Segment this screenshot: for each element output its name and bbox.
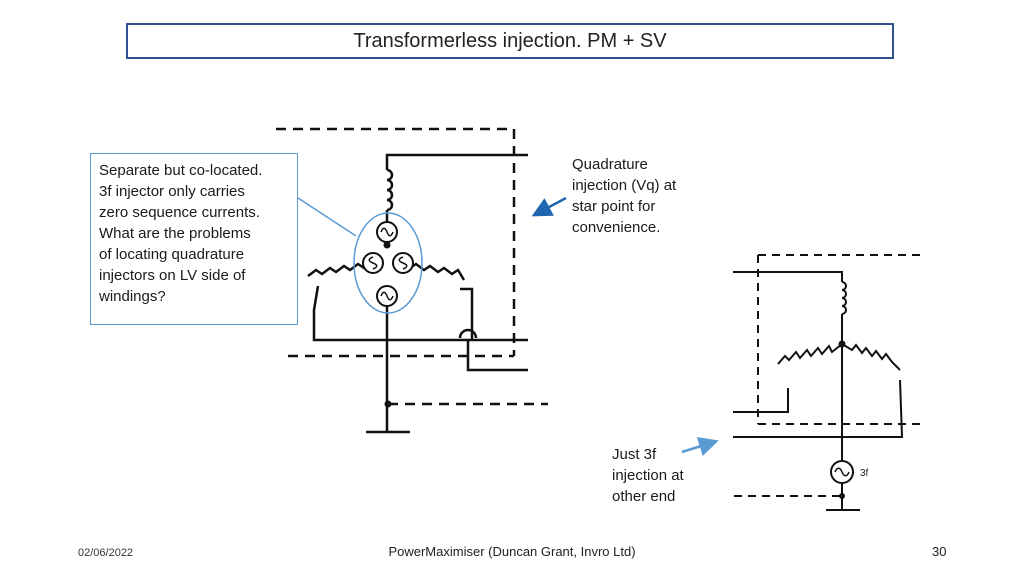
just-3f-note-line: Just 3f	[612, 446, 657, 463]
quadrature-note: Quadrature injection (Vq) at star point …	[572, 154, 676, 238]
ac-source-icon	[376, 285, 398, 307]
quadrature-note-line: injection (Vq) at	[572, 177, 677, 194]
callout-line: windings?	[99, 288, 166, 305]
callout-box: Separate but co-located. 3f injector onl…	[90, 153, 298, 325]
just-3f-arrow-icon	[681, 436, 719, 457]
callout-pointer-line	[297, 197, 357, 237]
callout-line: of locating quadrature	[99, 246, 245, 263]
callout-line: 3f injector only carries	[99, 183, 245, 200]
left-conductors	[307, 153, 528, 434]
callout-line: What are the problems	[99, 225, 251, 242]
left-star-node	[383, 241, 391, 249]
page-number: 30	[932, 544, 947, 559]
footer-date: 02/06/2022	[78, 547, 134, 559]
left-neutral-node	[384, 400, 392, 408]
source-label-3f: 3f	[860, 468, 869, 479]
quadrature-note-line: Quadrature	[572, 156, 648, 173]
ac-source-icon	[376, 221, 398, 243]
just-3f-note-line: other end	[612, 488, 676, 505]
ac-source-icon	[830, 460, 854, 484]
just-3f-note-line: injection at	[612, 467, 684, 484]
slide-title: Transformerless injection. PM + SV	[126, 23, 894, 59]
left-enclosure-dashed	[276, 127, 548, 406]
just-3f-note: Just 3f injection at other end	[612, 444, 684, 507]
right-conductors	[733, 271, 904, 511]
ac-source-icon	[362, 252, 384, 274]
callout-line: zero sequence currents.	[99, 204, 260, 221]
right-enclosure-dashed	[734, 254, 920, 497]
footer-center: PowerMaximiser (Duncan Grant, Invro Ltd)	[388, 544, 636, 559]
quadrature-note-line: star point for	[572, 198, 656, 215]
callout-line: injectors on LV side of	[99, 267, 246, 284]
quadrature-arrow-icon	[531, 196, 567, 217]
callout-line: Separate but co-located.	[99, 162, 263, 179]
quadrature-note-line: convenience.	[572, 219, 661, 236]
right-neutral-node	[839, 493, 845, 499]
injector-group-ellipse	[353, 212, 423, 314]
ac-source-icon	[392, 252, 414, 274]
right-star-node	[838, 340, 846, 348]
